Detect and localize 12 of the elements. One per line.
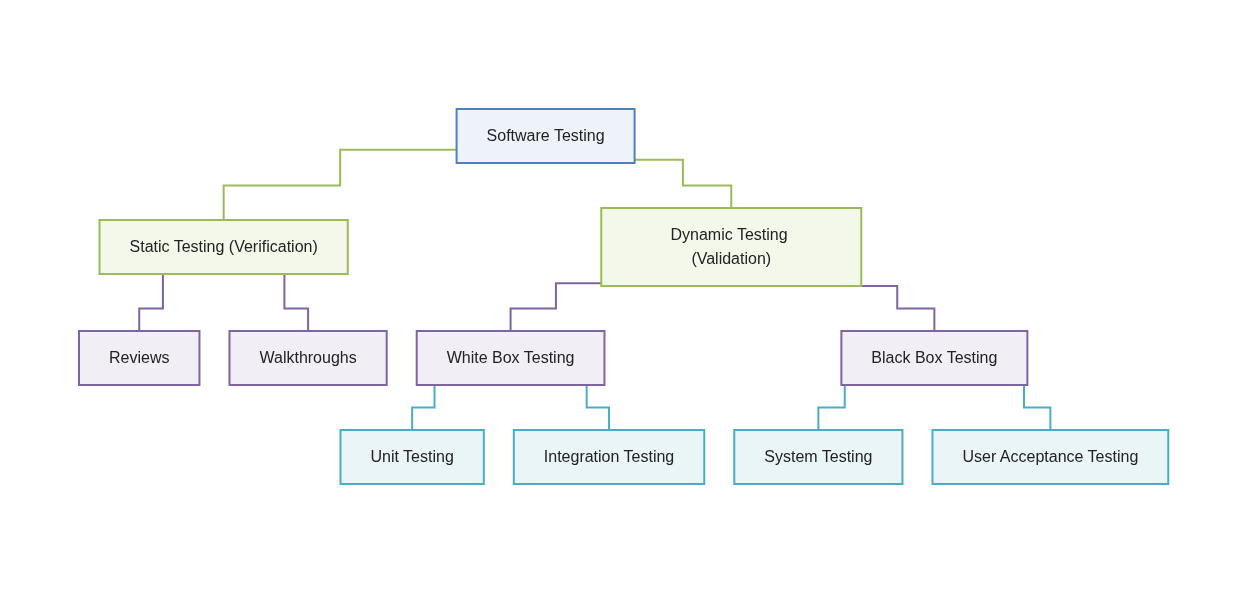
connector	[859, 284, 936, 332]
node-box: Integration Testing	[513, 428, 706, 485]
node-box: Black Box Testing	[840, 329, 1029, 386]
node-box: Static Testing (Verification)	[98, 218, 350, 275]
node-box: Unit Testing	[339, 428, 486, 485]
node-box: Software Testing	[455, 107, 636, 164]
node-box: System Testing	[733, 428, 904, 485]
node-box: Dynamic Testing (Validation)	[600, 206, 863, 287]
node-box: Walkthroughs	[228, 329, 389, 386]
node-box: Reviews	[78, 329, 201, 386]
node-box: User Acceptance Testing	[931, 428, 1170, 485]
node-box: White Box Testing	[416, 329, 606, 386]
